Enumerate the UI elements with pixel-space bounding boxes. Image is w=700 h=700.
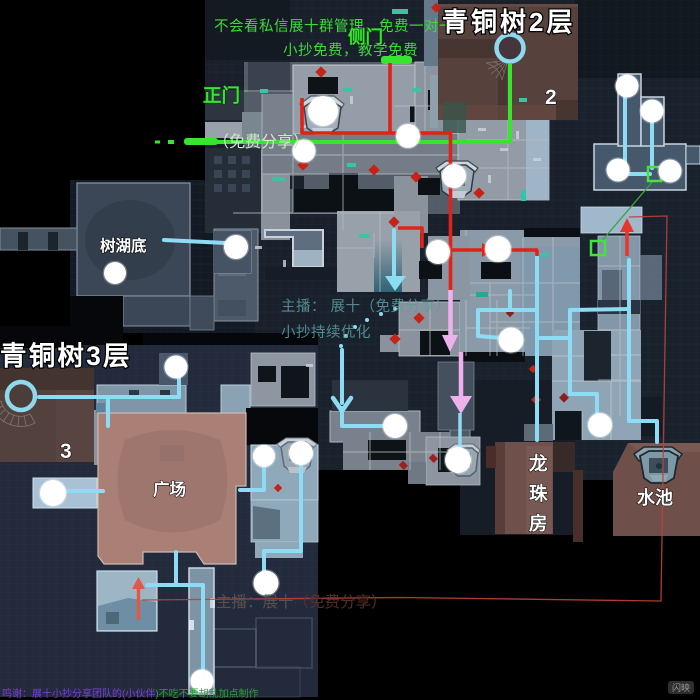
svg-text:主播： 展十（免费分享）: 主播： 展十（免费分享） (281, 298, 451, 315)
svg-text:侧门: 侧门 (348, 27, 383, 47)
svg-text:（免费分享）: （免费分享） (213, 133, 309, 151)
svg-text:小抄持续优化: 小抄持续优化 (281, 324, 371, 341)
svg-text:主播：展十（免费分享）: 主播：展十（免费分享） (216, 593, 387, 611)
svg-text:水池: 水池 (637, 487, 673, 508)
svg-text:闪映: 闪映 (672, 682, 690, 693)
svg-text:3: 3 (60, 440, 72, 463)
svg-text:青铜树3层: 青铜树3层 (0, 341, 132, 371)
svg-text:鸣谢：展十小抄分享团队的(小伙伴)不吃不要胡乱加点制作: 鸣谢：展十小抄分享团队的(小伙伴)不吃不要胡乱加点制作 (2, 687, 259, 700)
svg-text:正门: 正门 (203, 85, 240, 106)
svg-text:小抄免费，教学免费: 小抄免费，教学免费 (283, 42, 418, 59)
svg-text:不会看私信展十群管理，免费一对一: 不会看私信展十群管理，免费一对一 (214, 18, 454, 35)
svg-text:2: 2 (545, 86, 557, 109)
svg-text:珠: 珠 (529, 483, 548, 504)
svg-text:房: 房 (529, 513, 548, 534)
svg-text:广场: 广场 (153, 479, 186, 499)
svg-text:树湖底: 树湖底 (100, 236, 147, 255)
svg-text:青铜树2层: 青铜树2层 (442, 7, 575, 37)
svg-text:龙: 龙 (529, 453, 548, 474)
